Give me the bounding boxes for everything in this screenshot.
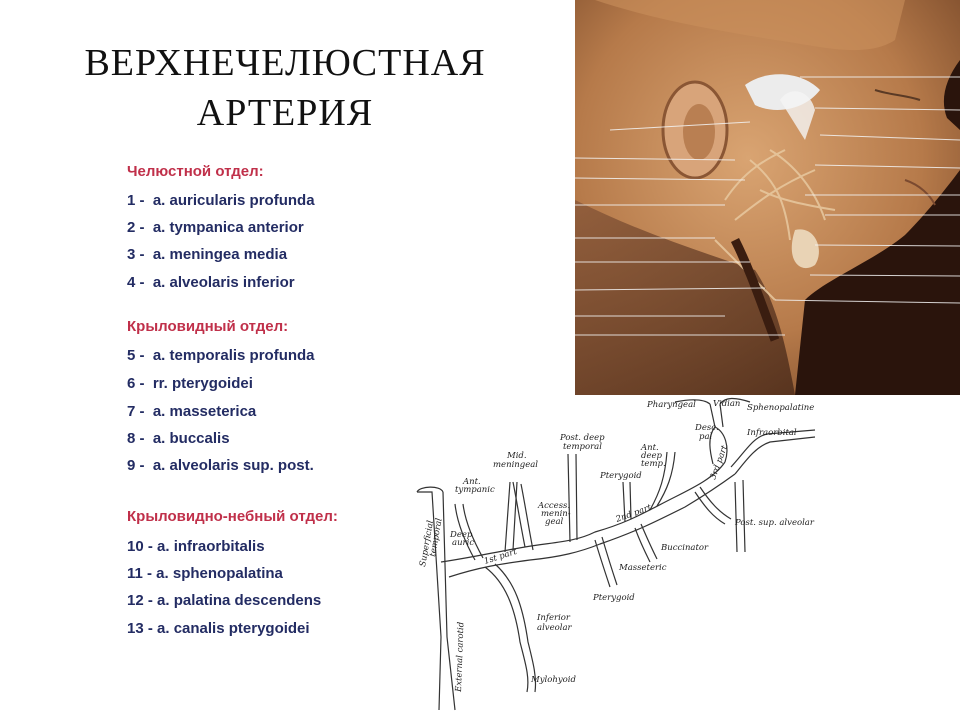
artery-branch-diagram: Pharyngeal Vidian Sphenopalatine Desc. p… bbox=[416, 397, 816, 711]
list-item: 10 - a. infraorbitalis bbox=[127, 538, 265, 555]
head-dissection-photo bbox=[575, 0, 960, 395]
section-heading-pterygoid: Крыловидный отдел: bbox=[127, 318, 289, 335]
label-post-sup-alveolar: Post. sup. alveolar bbox=[734, 518, 815, 528]
label-ant-deep-temp-2: deep bbox=[641, 451, 663, 461]
list-item: 6 - rr. pterygoidei bbox=[127, 375, 253, 392]
label-mid-meningeal-1: Mid. bbox=[506, 451, 527, 461]
list-item: 11 - a. sphenopalatina bbox=[127, 565, 283, 582]
label-post-deep-temporal-2: temporal bbox=[563, 442, 602, 452]
label-pterygoid-upper: Pterygoid bbox=[599, 471, 642, 481]
label-pterygoid-lower: Pterygoid bbox=[592, 593, 635, 603]
label-access-meningeal-1: Access. bbox=[537, 501, 570, 511]
section-heading-pterygopalatine: Крыловидно-небный отдел: bbox=[127, 508, 338, 525]
list-item: 13 - a. canalis pterygoidei bbox=[127, 620, 310, 637]
label-pharyngeal: Pharyngeal bbox=[646, 400, 696, 410]
label-infraorbital: Infraorbital bbox=[746, 428, 797, 438]
list-item: 3 - a. meningea media bbox=[127, 246, 288, 263]
label-deep-auric-2: auric bbox=[452, 538, 474, 548]
label-buccinator: Buccinator bbox=[660, 543, 709, 553]
label-ant-deep-temp-1: Ant. bbox=[640, 443, 659, 453]
label-second-part: 2nd part bbox=[614, 503, 654, 526]
label-sphenopalatine: Sphenopalatine bbox=[747, 403, 814, 413]
label-mid-meningeal-2: meningeal bbox=[493, 460, 538, 470]
page-title-line-2: АРТЕРИЯ bbox=[196, 92, 374, 134]
label-vidian: Vidian bbox=[713, 399, 740, 409]
list-item: 8 - a. buccalis bbox=[127, 430, 230, 447]
label-third-part: 3rd part bbox=[708, 444, 730, 481]
label-inferior-alveolar-1: Inferior bbox=[536, 613, 571, 623]
list-item: 12 - a. palatina descendens bbox=[127, 592, 322, 609]
label-desc-pal-2: pal bbox=[699, 432, 713, 442]
label-post-deep-temporal-1: Post. deep bbox=[559, 433, 605, 443]
label-external-carotid: External carotid bbox=[454, 621, 466, 693]
list-item: 1 - a. auricularis profunda bbox=[127, 192, 315, 209]
label-ant-deep-temp-3: temp. bbox=[641, 459, 666, 469]
section-heading-jaw: Челюстной отдел: bbox=[127, 163, 264, 180]
list-item: 2 - a. tympanica anterior bbox=[127, 219, 304, 236]
label-deep-auric-1: Deep bbox=[449, 530, 473, 540]
label-access-meningeal-2: menin- bbox=[541, 509, 571, 519]
label-desc-pal-1: Desc. bbox=[694, 423, 719, 433]
label-masseteric: Masseteric bbox=[618, 563, 667, 573]
label-inferior-alveolar-2: alveolar bbox=[537, 623, 573, 633]
list-item: 4 - a. alveolaris inferior bbox=[127, 274, 295, 291]
list-item: 7 - a. masseterica bbox=[127, 403, 257, 420]
list-item: 9 - a. alveolaris sup. post. bbox=[127, 457, 314, 474]
list-item: 5 - a. temporalis profunda bbox=[127, 347, 315, 364]
label-ant-tympanic-2: tympanic bbox=[455, 485, 495, 495]
label-access-meningeal-3: geal bbox=[545, 517, 564, 527]
label-ant-tympanic-1: Ant. bbox=[462, 477, 481, 487]
label-mylohyoid: Mylohyoid bbox=[530, 675, 576, 685]
page-title-line-1: ВЕРХНЕЧЕЛЮСТНАЯ bbox=[84, 42, 486, 84]
